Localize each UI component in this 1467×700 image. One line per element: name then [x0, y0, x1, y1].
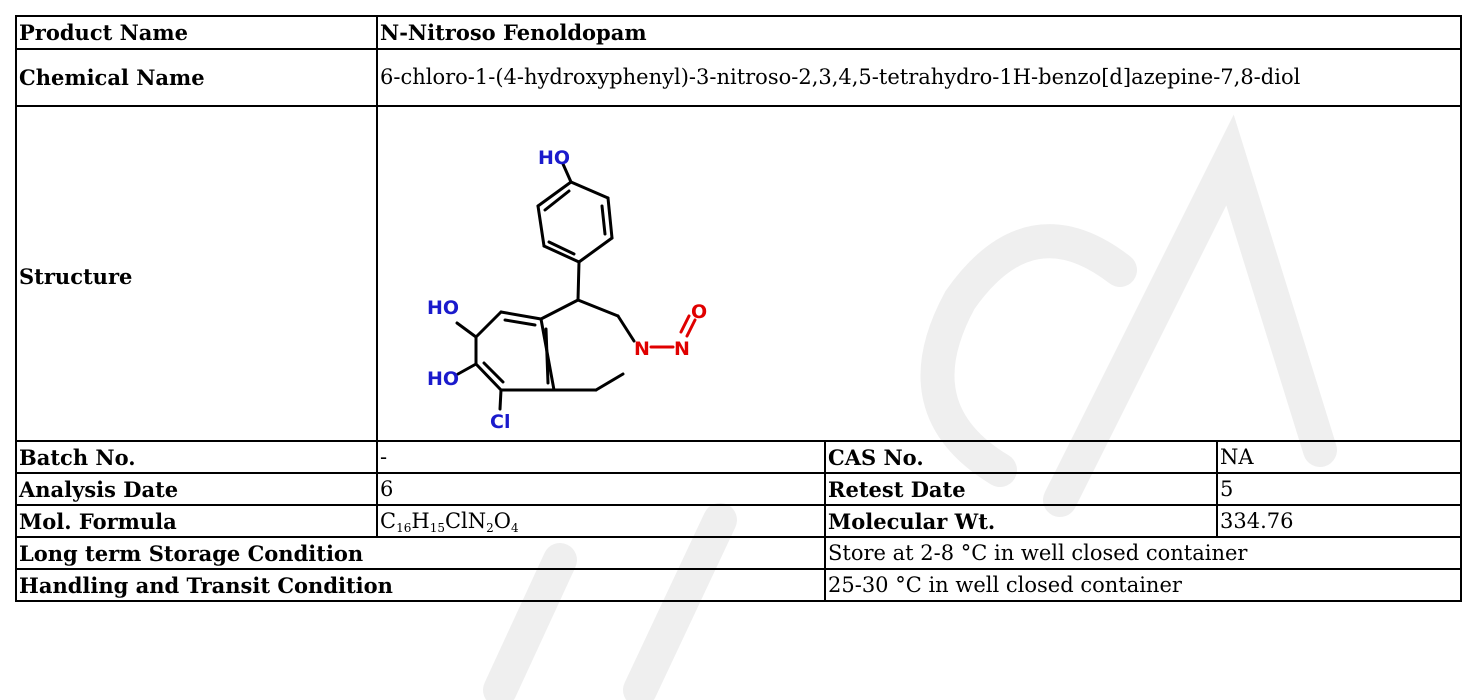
atom-ho-bottom: HO	[427, 368, 459, 390]
product-name-value: N-Nitroso Fenoldopam	[376, 15, 1462, 50]
formula-count-n: 2	[486, 520, 494, 535]
atom-o-nitroso: O	[691, 301, 707, 323]
batch-no-label: Batch No.	[15, 440, 378, 474]
row-structure: Structure	[15, 105, 1462, 442]
storage-condition-value: Store at 2-8 °C in well closed container	[824, 536, 1462, 570]
atom-n-ring: N	[634, 338, 650, 360]
row-handling: Handling and Transit Condition 25-30 °C …	[15, 568, 1462, 602]
analysis-date-value: 6	[376, 472, 826, 506]
product-name-label: Product Name	[15, 15, 378, 50]
handling-condition-value: 25-30 °C in well closed container	[824, 568, 1462, 602]
structure-cell: HO HO HO N N O Cl	[376, 105, 1462, 442]
molecular-weight-value: 334.76	[1216, 504, 1462, 538]
mol-formula-label: Mol. Formula	[15, 504, 378, 538]
storage-condition-label: Long term Storage Condition	[15, 536, 826, 570]
batch-no-value: -	[376, 440, 826, 474]
row-batch-cas: Batch No. - CAS No. NA	[15, 440, 1462, 474]
chemical-structure-image: HO HO HO N N O Cl	[427, 147, 707, 433]
analysis-date-label: Analysis Date	[15, 472, 378, 506]
row-chemical-name: Chemical Name 6-chloro-1-(4-hydroxypheny…	[15, 48, 1462, 107]
row-storage: Long term Storage Condition Store at 2-8…	[15, 536, 1462, 570]
cas-no-label: CAS No.	[824, 440, 1218, 474]
formula-count-o: 4	[511, 520, 519, 535]
cas-no-value: NA	[1216, 440, 1462, 474]
row-product-name: Product Name N-Nitroso Fenoldopam	[15, 15, 1462, 50]
retest-date-label: Retest Date	[824, 472, 1218, 506]
formula-element-o: O	[493, 508, 511, 533]
atom-ho-top: HO	[538, 147, 570, 169]
row-dates: Analysis Date 6 Retest Date 5	[15, 472, 1462, 506]
formula-count-h: 15	[429, 520, 445, 535]
mol-formula-value: C16H15ClN2O4	[376, 504, 826, 538]
retest-date-value: 5	[1216, 472, 1462, 506]
formula-count-c: 16	[396, 520, 412, 535]
chemical-name-value: 6-chloro-1-(4-hydroxyphenyl)-3-nitroso-2…	[376, 48, 1462, 107]
molecular-weight-label: Molecular Wt.	[824, 504, 1218, 538]
formula-element-cln: ClN	[444, 508, 487, 533]
atom-cl: Cl	[490, 411, 510, 433]
structure-label: Structure	[19, 264, 133, 289]
structure-label-cell: Structure	[15, 105, 378, 442]
chemical-name-label: Chemical Name	[15, 48, 378, 107]
formula-element-c: C	[380, 508, 397, 533]
atom-ho-middle: HO	[427, 297, 459, 319]
coa-table: Product Name N-Nitroso Fenoldopam Chemic…	[15, 15, 1462, 602]
atom-n-nitroso: N	[674, 338, 690, 360]
row-formula-weight: Mol. Formula C16H15ClN2O4 Molecular Wt. …	[15, 504, 1462, 538]
handling-condition-label: Handling and Transit Condition	[15, 568, 826, 602]
formula-element-h: H	[411, 508, 430, 533]
